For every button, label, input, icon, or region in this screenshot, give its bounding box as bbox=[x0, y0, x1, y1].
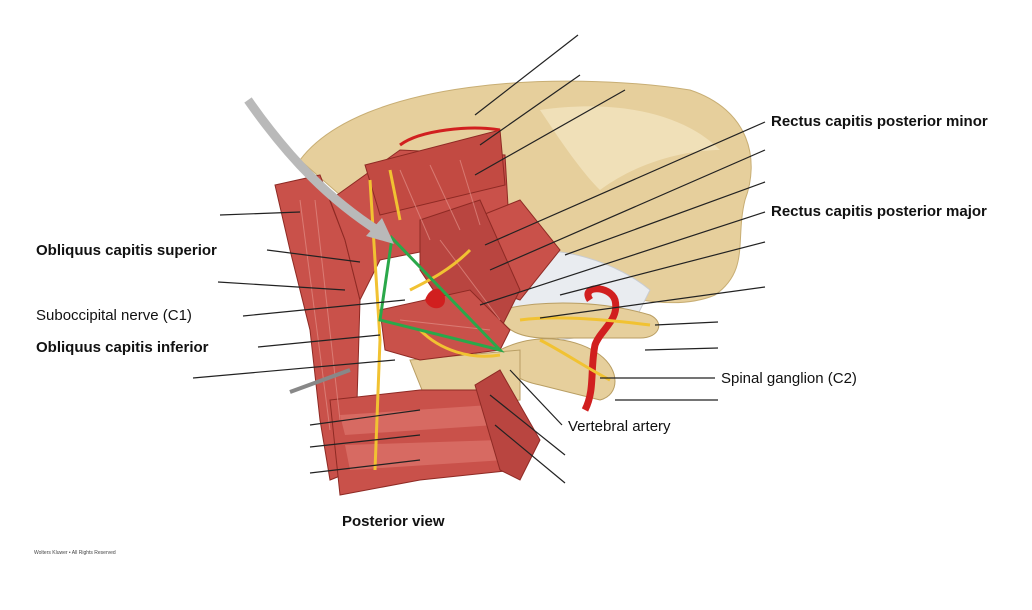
artery-branch bbox=[399, 126, 501, 147]
muscle-striations bbox=[299, 159, 501, 431]
label-vertebral-artery: Vertebral artery bbox=[568, 418, 671, 435]
artery-loop bbox=[425, 288, 445, 309]
label-obliquus-capitis-inferior: Obliquus capitis inferior bbox=[36, 339, 209, 356]
oblique-lower-muscle bbox=[474, 369, 541, 481]
label-obliquus-capitis-superior: Obliquus capitis superior bbox=[36, 242, 217, 259]
arrow-head bbox=[366, 218, 394, 244]
label-suboccipital-nerve: Suboccipital nerve (C1) bbox=[36, 307, 192, 324]
label-rectus-capitis-posterior-major: Rectus capitis posterior major bbox=[771, 203, 987, 220]
copyright-notice: Wolters Kluwer • All Rights Reserved bbox=[34, 550, 116, 556]
probe-instrument bbox=[289, 368, 351, 394]
lower-muscle-band bbox=[340, 405, 495, 435]
muscle-flap bbox=[364, 129, 506, 216]
label-rectus-capitis-posterior-minor: Rectus capitis posterior minor bbox=[771, 113, 988, 130]
view-caption: Posterior view bbox=[342, 513, 445, 530]
pointer-arrow bbox=[244, 97, 383, 236]
lower-muscle-band-2 bbox=[345, 440, 505, 470]
leader-lines bbox=[192, 34, 766, 484]
label-spinal-ganglion: Spinal ganglion (C2) bbox=[721, 370, 857, 387]
suboccipital-triangle bbox=[378, 234, 505, 353]
nerves bbox=[368, 169, 651, 471]
vertebral-artery bbox=[581, 285, 620, 412]
bone-highlight bbox=[540, 106, 720, 190]
